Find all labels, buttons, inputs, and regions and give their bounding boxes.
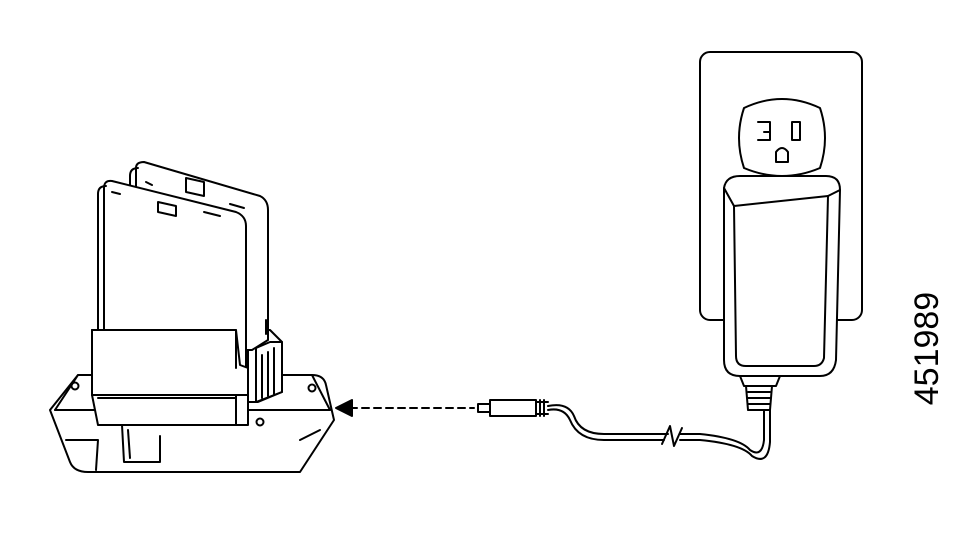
outlet-slot-left: [757, 121, 771, 141]
dc-plug-body: [489, 399, 537, 417]
arrow-head: [335, 399, 353, 417]
front-battery: [103, 179, 247, 369]
base-front-notch: [121, 424, 161, 463]
base-screw: [307, 383, 317, 393]
front-battery-latch: [157, 201, 177, 217]
charger-cradle: [49, 161, 335, 473]
strain-relief: [535, 399, 549, 417]
power-cable: [477, 399, 771, 460]
power-adapter: [723, 175, 841, 411]
figure-id-label: 451989: [888, 258, 968, 438]
adapter-cord-exit: [739, 375, 781, 387]
cable-break-symbol: [661, 425, 683, 447]
rear-battery-latch: [185, 177, 205, 197]
outlet-slot-right: [791, 121, 801, 141]
outlet-ground: [775, 147, 789, 163]
base-screw: [255, 417, 265, 427]
figure-id-text: 451989: [908, 291, 947, 405]
insert-direction-arrow: [335, 399, 475, 417]
cradle-front-lip: [91, 329, 249, 396]
base-screw: [70, 381, 80, 391]
adapter-inner-panel: [733, 195, 829, 367]
outlet-face: [738, 98, 826, 177]
dc-plug-tip: [477, 403, 491, 413]
